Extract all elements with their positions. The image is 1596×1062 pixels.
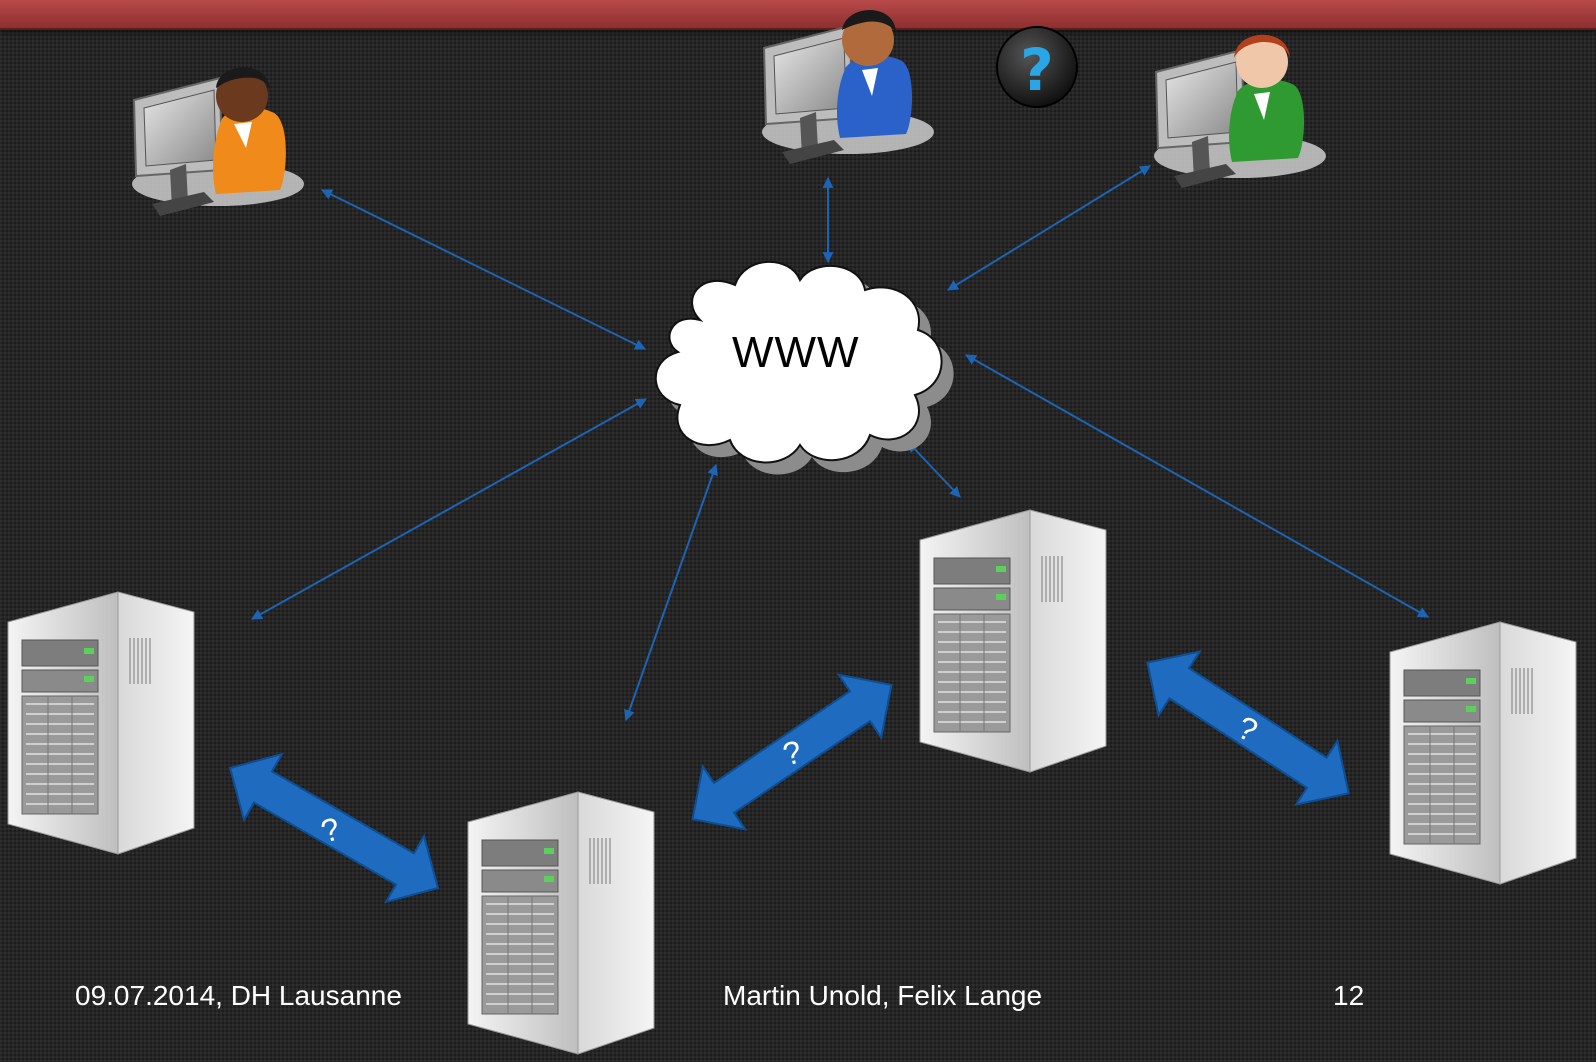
thick-arrow-server2-server3: ? (691, 673, 893, 831)
footer-page-number: 12 (1333, 980, 1365, 1011)
link-www-server3 (907, 441, 961, 498)
server-icon (467, 791, 655, 1055)
user-green-icon (1153, 34, 1327, 189)
cloud-icon (654, 260, 954, 475)
thin-connections (251, 165, 1429, 722)
server-icon (919, 509, 1107, 773)
link-www-server1 (251, 398, 647, 620)
link-user-orange-www (321, 189, 646, 350)
link-www-server4 (965, 354, 1429, 618)
question-mark-icon: ? (996, 26, 1078, 108)
server-icon (7, 591, 195, 855)
link-user-green-www (947, 165, 1151, 291)
footer-authors: Martin Unold, Felix Lange (723, 980, 1043, 1011)
svg-text:?: ? (1020, 36, 1054, 104)
server-icon (1389, 621, 1577, 885)
user-orange-icon (131, 67, 305, 217)
link-www-server2 (624, 463, 718, 722)
thick-arrow-server3-server4: ? (1146, 649, 1350, 807)
slide-header-bar (0, 0, 1596, 30)
thick-arrow-server1-server2: ? (228, 752, 440, 904)
cloud-label: WWW (732, 328, 860, 377)
footer-date-event: 09.07.2014, DH Lausanne (75, 980, 402, 1011)
user-blue-icon (761, 10, 935, 165)
